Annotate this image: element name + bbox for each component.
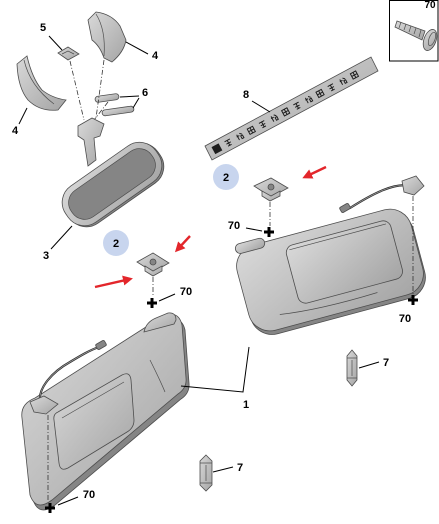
bracket-4-left-body — [16, 55, 67, 111]
fastener-cross-upper — [264, 227, 274, 237]
left-visor-vanity-recess — [53, 373, 135, 470]
bulb-right-bands — [347, 357, 357, 379]
callout-6[interactable]: 6 — [142, 87, 148, 99]
leader-1 — [180, 346, 250, 393]
leader-8 — [251, 100, 271, 113]
leader-70-lower — [158, 293, 176, 302]
highlight-2-lower — [103, 230, 129, 256]
callout-70-lower[interactable]: 70 — [180, 286, 192, 298]
right-visor-connector — [339, 203, 351, 213]
pin-6-upper — [94, 93, 120, 103]
clip-2-lower-hole — [149, 258, 157, 266]
callout-70-right[interactable]: 70 — [399, 313, 411, 325]
leader-4-left — [18, 107, 28, 125]
mirror-glass — [68, 148, 156, 220]
pin-6-lower — [101, 105, 135, 117]
callout-2-upper[interactable]: 2 — [223, 172, 229, 184]
left-visor-recess-edge — [61, 359, 166, 419]
callout-70-left[interactable]: 70 — [83, 489, 95, 501]
left-visor-hinge-tab — [143, 312, 177, 333]
highlight-2-upper — [213, 164, 239, 190]
callout-4-top[interactable]: 4 — [152, 50, 159, 62]
screw-head-face — [427, 31, 437, 47]
right-visor-wire-highlight — [349, 184, 411, 209]
pointer-arrow-lower — [94, 275, 133, 289]
screw-thread-lines — [398, 21, 422, 38]
callout-70-inset[interactable]: 70 — [424, 0, 436, 11]
fastener-cross-left — [45, 503, 55, 513]
screw-thread — [394, 20, 426, 41]
bracket-4-top-body — [87, 11, 127, 63]
fastener-cross-right — [408, 295, 418, 305]
bulb-bottom-bands — [200, 462, 212, 484]
callout-3[interactable]: 3 — [43, 250, 49, 262]
right-visor-hinge-tab — [234, 237, 266, 254]
part-4-left-bracket — [16, 55, 67, 111]
assembly-line-4-top — [95, 59, 105, 119]
leader-3 — [50, 225, 73, 250]
part-7-bulb-right — [346, 349, 358, 387]
label-glyph-square — [211, 143, 223, 155]
left-visor-wire-highlight — [39, 346, 100, 403]
callout-1[interactable]: 1 — [243, 399, 249, 411]
leader-7-right — [358, 361, 380, 369]
callout-7-bottom[interactable]: 7 — [237, 462, 243, 474]
clip-2-upper-hole — [267, 183, 275, 191]
bracket-4-top-edge — [95, 13, 105, 57]
label-lettering — [211, 70, 359, 155]
mirror-mount-stem — [77, 117, 105, 167]
clip-2-upper-foot — [261, 190, 281, 202]
right-visor-vanity-recess — [285, 220, 403, 304]
part-2-clip-upper — [253, 177, 289, 202]
leader-4-top — [125, 41, 149, 55]
leader-7-bottom — [212, 466, 234, 473]
leader-5 — [48, 35, 63, 51]
part-3-mirror — [61, 117, 165, 228]
callout-5[interactable]: 5 — [40, 22, 46, 34]
callout-4-left[interactable]: 4 — [12, 125, 19, 137]
leader-70-left — [57, 496, 79, 506]
clip-5-body — [57, 46, 80, 61]
part-1-right-visor — [234, 175, 426, 335]
fastener-cross-lower — [147, 298, 157, 308]
right-visor-pivot — [401, 175, 425, 196]
part-1-left-visor — [21, 312, 190, 511]
clip-2-lower-foot — [144, 265, 163, 277]
mirror-body — [61, 141, 165, 228]
leader-70-upper — [245, 227, 263, 232]
callout-70-upper[interactable]: 70 — [228, 220, 240, 232]
part-8-warning-label — [204, 56, 379, 161]
pointer-arrow-upper — [302, 165, 327, 179]
pointer-arrow-middle — [174, 235, 191, 253]
part-5-clip — [57, 46, 80, 61]
assembly-line-5 — [69, 60, 85, 121]
leader-6 — [119, 95, 140, 109]
assembly-line-6 — [93, 101, 109, 121]
part-4-top-bracket — [87, 11, 127, 63]
right-visor-body — [234, 208, 426, 335]
inset-screw-box: 70 — [389, 0, 439, 62]
callout-7-right[interactable]: 7 — [383, 357, 389, 369]
callout-2-lower[interactable]: 2 — [113, 238, 119, 250]
right-visor-wire — [348, 184, 412, 210]
part-6-pins — [94, 93, 135, 117]
screw-head — [422, 29, 438, 51]
bracket-4-left-edge — [23, 59, 55, 105]
right-visor-recess-edge — [279, 223, 387, 315]
clip-5-edge — [61, 50, 75, 55]
left-visor-connector — [95, 340, 107, 350]
part-2-clip-lower — [136, 252, 170, 277]
part-7-bulb-bottom — [199, 454, 213, 492]
left-visor-pivot — [29, 395, 59, 415]
label-strip — [204, 56, 379, 161]
callout-8[interactable]: 8 — [243, 89, 249, 101]
